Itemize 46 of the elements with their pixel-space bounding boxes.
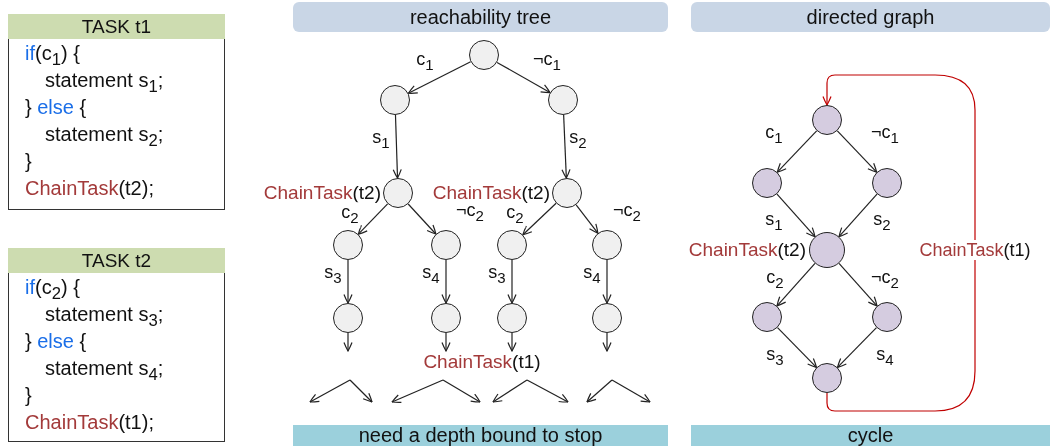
state-circle: [383, 178, 413, 208]
code-line: if(c$_{1}$) {: [25, 41, 80, 71]
edge-label: c$_{2}$: [339, 202, 361, 228]
code-line: statement s$_{2}$;: [45, 122, 164, 152]
state-circle: [872, 168, 902, 198]
state-circle: [380, 85, 410, 115]
section-header: reachability tree: [293, 2, 668, 32]
transition-label: ChainTask(t1): [423, 351, 541, 373]
code-line: }: [25, 383, 32, 408]
code-line: ChainTask(t2);: [25, 176, 154, 201]
code-line: } else {: [25, 329, 87, 354]
state-circle: [809, 232, 845, 268]
code-box: [8, 14, 225, 210]
state-circle: [548, 85, 578, 115]
task-header: TASK t2: [8, 248, 225, 273]
state-label: ChainTask(t2): [263, 182, 381, 204]
state-circle: [333, 230, 363, 260]
state-circle: [592, 303, 622, 333]
code-line: } else {: [25, 95, 87, 120]
state-circle: [552, 178, 582, 208]
note-banner: need a depth bound to stop: [293, 425, 668, 446]
state-circle: [812, 363, 842, 393]
state-circle: [592, 230, 622, 260]
state-circle: [812, 105, 842, 135]
task-header: TASK t1: [8, 14, 225, 39]
state-circle: [752, 302, 782, 332]
state-circle: [469, 40, 499, 70]
state-label: ChainTask(t2): [688, 239, 806, 261]
code-box: [8, 248, 225, 442]
state-circle: [752, 168, 782, 198]
code-line: ChainTask(t1);: [25, 410, 154, 435]
section-header: directed graph: [691, 2, 1050, 32]
code-line: statement s$_{3}$;: [45, 302, 164, 332]
state-circle: [497, 303, 527, 333]
state-circle: [431, 230, 461, 260]
code-line: }: [25, 149, 32, 174]
edge-label: c$_{2}$: [504, 202, 526, 228]
edge-label: ChainTask(t1): [917, 240, 1033, 260]
code-line: if(c$_{2}$) {: [25, 275, 80, 305]
note-banner: cycle: [691, 425, 1050, 446]
state-circle: [497, 230, 527, 260]
code-line: statement s$_{1}$;: [45, 68, 164, 98]
state-circle: [431, 303, 461, 333]
state-circle: [872, 302, 902, 332]
state-circle: [333, 303, 363, 333]
code-line: statement s$_{4}$;: [45, 356, 164, 386]
